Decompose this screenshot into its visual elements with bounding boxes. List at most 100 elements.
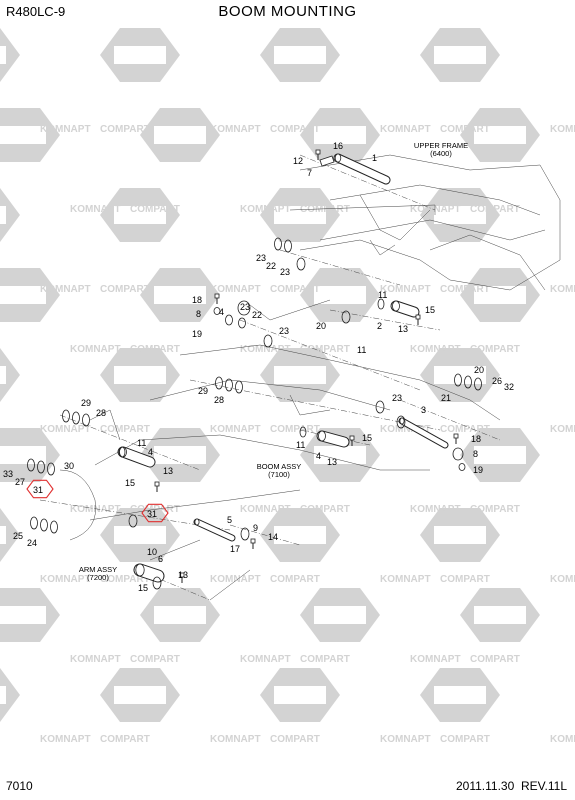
- watermark-text: KOMNAPT: [410, 654, 461, 665]
- watermark-text: KOMNAPT: [380, 734, 431, 745]
- callout-6: 6: [158, 554, 163, 564]
- watermark-text: COMPART: [270, 424, 320, 435]
- model-name: R480LC-9: [6, 4, 66, 19]
- watermark-hex-logo: [260, 348, 340, 402]
- watermark-hex-logo: [140, 428, 220, 482]
- watermark-hex-logo: [100, 668, 180, 722]
- callout-33: 33: [3, 469, 13, 479]
- callout-30: 30: [64, 461, 74, 471]
- watermark-hex-logo: [260, 188, 340, 242]
- watermark-hex-logo: [300, 428, 380, 482]
- watermark-hex-logo: [140, 268, 220, 322]
- callout-18: 18: [471, 434, 481, 444]
- watermark-text: COMPART: [270, 574, 320, 585]
- part-shim: [474, 377, 482, 391]
- assembly-label-ref: (7200): [87, 573, 109, 582]
- watermark-text: KOMNAPT: [550, 124, 575, 135]
- watermark-text: KOMNAPT: [210, 124, 261, 135]
- callout-31: 31: [33, 485, 43, 495]
- watermark-text: KOMNAPT: [40, 424, 91, 435]
- callout-10: 10: [147, 547, 157, 557]
- revision-stamp: 2011.11.30 REV.11L: [456, 779, 567, 793]
- watermark-text: KOMNAPT: [70, 654, 121, 665]
- part-bolt-15: [415, 314, 421, 325]
- callout-20: 20: [316, 321, 326, 331]
- watermark-text: KOMNAPT: [210, 734, 261, 745]
- watermark-hex-logo: [0, 428, 60, 482]
- watermark-text: COMPART: [100, 424, 150, 435]
- part-bushing-10: [133, 563, 165, 583]
- callout-28: 28: [96, 408, 106, 418]
- callout-4: 4: [219, 307, 224, 317]
- watermark-text: KOMNAPT: [240, 654, 291, 665]
- part-shim: [274, 237, 282, 251]
- part-washer-20: [341, 310, 351, 324]
- callout-29: 29: [198, 386, 208, 396]
- callout-15: 15: [125, 478, 135, 488]
- part-plate-8: [237, 300, 251, 316]
- callout-23: 23: [279, 326, 289, 336]
- page-number: 7010: [6, 779, 33, 793]
- part-bolt-12: [315, 149, 321, 160]
- watermark-hex-logo: [460, 428, 540, 482]
- callout-17: 17: [230, 544, 240, 554]
- watermark-text: KOMNAPT: [240, 344, 291, 355]
- part-bushing-4: [316, 430, 350, 448]
- watermark-text: KOMNAPT: [380, 284, 431, 295]
- callout-19: 19: [473, 465, 483, 475]
- callout-28: 28: [214, 395, 224, 405]
- watermark-hex-logo: [260, 28, 340, 82]
- watermark-text: KOMNAPT: [210, 424, 261, 435]
- watermark-hex-logo: [0, 28, 20, 82]
- watermark-hex-logo: [260, 668, 340, 722]
- part-shim: [215, 376, 223, 390]
- watermark-hex-logo: [300, 108, 380, 162]
- callout-23: 23: [392, 393, 402, 403]
- watermark-hex-logo: [0, 588, 60, 642]
- part-bolt-19: [213, 307, 221, 315]
- callout-2: 2: [377, 321, 382, 331]
- part-oring-11: [118, 446, 126, 458]
- watermark-text: KOMNAPT: [40, 574, 91, 585]
- watermark-hex-logo: [100, 28, 180, 82]
- callout-14: 14: [268, 532, 278, 542]
- part-washer-23: [396, 415, 406, 429]
- part-washer-6: [152, 576, 162, 590]
- watermark-hex-logo: [460, 588, 540, 642]
- part-plate-8: [452, 447, 464, 461]
- watermark-text: COMPART: [470, 654, 520, 665]
- highlight-hex-31: [141, 503, 169, 523]
- part-washer-23: [375, 400, 385, 414]
- callout-7: 7: [307, 168, 312, 178]
- part-shim: [82, 413, 90, 427]
- callout-27: 27: [15, 477, 25, 487]
- watermark-hex-logo: [420, 508, 500, 562]
- part-shim: [225, 378, 233, 392]
- watermark-text: COMPART: [100, 574, 150, 585]
- part-pin-3: [398, 417, 449, 449]
- watermark-hex-logo: [0, 188, 20, 242]
- part-washer-22: [238, 317, 246, 329]
- callout-31: 31: [147, 509, 157, 519]
- callout-20: 20: [474, 365, 484, 375]
- watermark-text: KOMNAPT: [550, 734, 575, 745]
- assembly-label-ref: (6400): [430, 149, 452, 158]
- watermark-hex-logo: [0, 268, 60, 322]
- assembly-label-name: UPPER FRAME: [414, 141, 468, 150]
- callout-13: 13: [178, 570, 188, 580]
- watermark-hex-logo: [260, 508, 340, 562]
- assembly-label-name: BOOM ASSY: [257, 462, 302, 471]
- watermark-text: KOMNAPT: [550, 284, 575, 295]
- watermark-text: COMPART: [130, 204, 180, 215]
- part-bushing-11: [117, 446, 156, 468]
- part-bolt-18: [214, 293, 220, 304]
- watermark-hex-logo: [0, 668, 20, 722]
- watermark-hex-logo: [300, 588, 380, 642]
- part-pin-5: [193, 518, 236, 542]
- part-bolt-15: [179, 572, 185, 583]
- watermark-hex-logo: [140, 108, 220, 162]
- watermark-text: KOMNAPT: [240, 504, 291, 515]
- watermark-text: KOMNAPT: [70, 204, 121, 215]
- callout-4: 4: [316, 451, 321, 461]
